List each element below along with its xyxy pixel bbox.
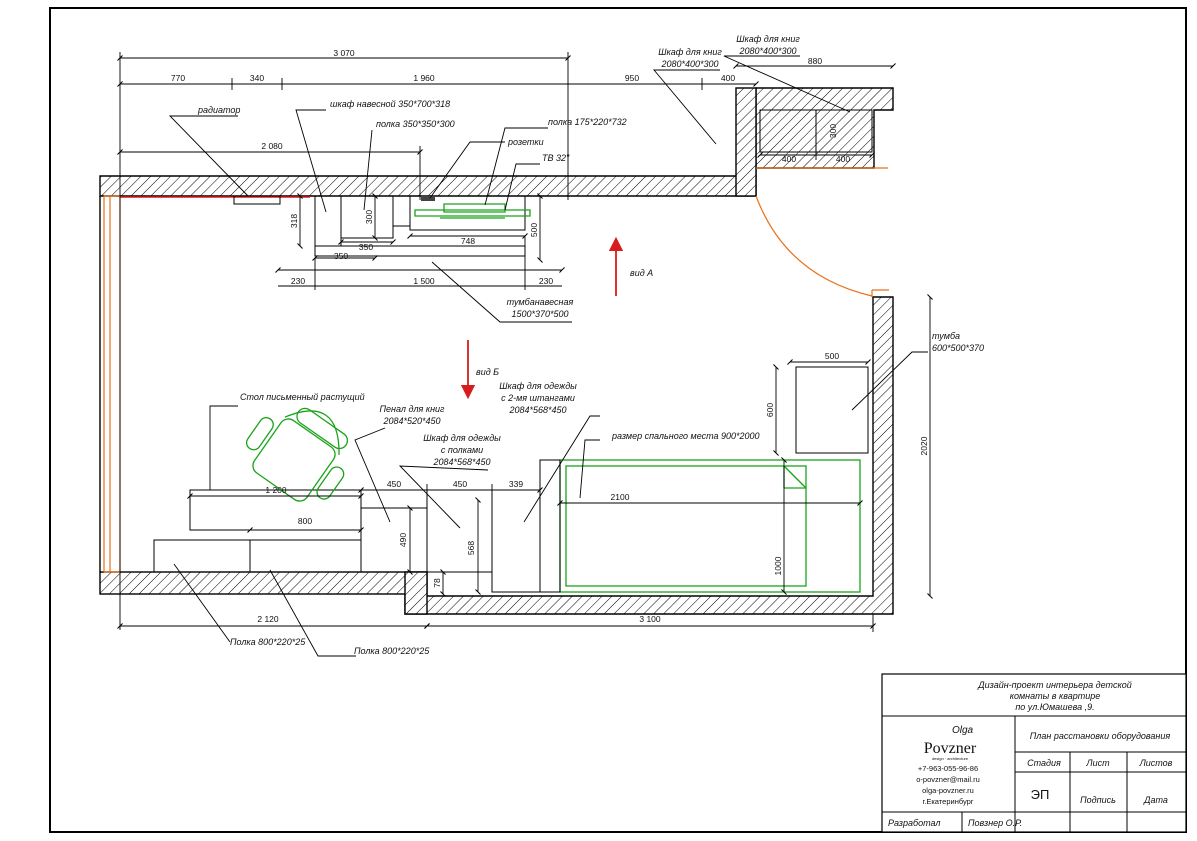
dim-350a: 350 [359,242,373,252]
dim-78: 78 [432,578,442,588]
dim-230a: 230 [291,276,305,286]
dim-3100: 3 100 [639,614,661,624]
dim-cab-400b: 400 [836,154,850,164]
dim-top-1960: 1 960 [413,73,435,83]
sheet-title: План расстановки оборудования [1030,731,1171,741]
sheets-label: Листов [1139,758,1173,768]
project-title-line2: комнаты в квартире [1010,691,1100,701]
logo-name: Povzner [924,740,977,757]
contact-city: г.Екатеринбург [922,797,973,806]
developer-name: Повзнер О.Р. [968,818,1022,828]
dim-top-950: 950 [625,73,639,83]
furniture [153,109,873,593]
label-bookcase2-2: 2080*400*300 [738,46,796,56]
label-tumba-2: 600*500*370 [932,343,984,353]
label-shelf-800a: Полка 800*220*25 [230,637,306,647]
stage-value: ЭП [1031,787,1050,802]
label-pencil-1: Пенал для книг [380,404,446,414]
label-shelf-350: полка 350*350*300 [376,119,455,129]
label-wardrobe-shelves-3: 2084*568*450 [432,457,490,467]
dim-230b: 230 [539,276,553,286]
dim-2080: 2 080 [261,141,283,151]
dim-top-400: 400 [721,73,735,83]
dim-568: 568 [466,541,476,555]
dim-300: 300 [364,210,374,224]
dimension-lines [117,52,933,632]
label-tv-stand-1: тумбанавесная [507,297,574,307]
dim-top-340: 340 [250,73,264,83]
bed [539,459,861,593]
dim-cab-400a: 400 [782,154,796,164]
dim-450b: 450 [453,479,467,489]
label-radiator: радиатор [197,105,240,115]
label-sleep-size: размер спального места 900*2000 [611,431,760,441]
door [755,167,889,297]
label-tumba-1: тумба [932,331,960,341]
dim-800: 800 [298,516,312,526]
annotation-labels: радиатор шкаф навесной 350*700*318 полка… [197,34,984,656]
dimension-texts: 3 070 770 340 1 960 950 400 880 2 080 31… [171,48,929,624]
dim-339: 339 [509,479,523,489]
walls [99,87,894,615]
logo-tagline: design · architecture [932,756,969,761]
dim-tumba-600: 600 [765,403,775,417]
label-sockets: розетки [507,137,544,147]
dim-1200: 1 200 [265,485,287,495]
dim-1000: 1000 [773,556,783,575]
sheet-frame [49,7,1187,833]
label-tv: ТВ 32" [542,153,570,163]
sheet-label: Лист [1085,758,1110,768]
tv-icon [414,203,531,219]
label-wall-cabinet: шкаф навесной 350*700*318 [330,99,450,109]
dim-2120: 2 120 [257,614,279,624]
label-pencil-2: 2084*520*450 [382,416,440,426]
label-view-a: вид А [630,268,653,278]
signature-label: Подпись [1080,795,1116,805]
dim-top-770: 770 [171,73,185,83]
label-wardrobe-shelves-2: с полками [441,445,483,455]
label-wardrobe-shelves-1: Шкаф для одежды [423,433,501,443]
date-label: Дата [1143,795,1168,805]
window [103,195,310,573]
project-title-line3: по ул.Юмашева ,9. [1015,702,1094,712]
logo: Olga Povzner design · architecture [924,725,977,761]
label-wardrobe-rods-1: Шкаф для одежды [499,381,577,391]
dim-318: 318 [289,214,299,228]
label-bookcase1-2: 2080*400*300 [660,59,718,69]
dim-top-total: 3 070 [333,48,355,58]
label-tv-stand-2: 1500*370*500 [511,309,568,319]
label-bookcase1-1: Шкаф для книг [658,47,722,57]
dim-2100: 2100 [611,492,630,502]
label-shelf-175: полка 175*220*732 [548,117,627,127]
label-wardrobe-rods-3: 2084*568*450 [508,405,566,415]
stage-label: Стадия [1027,758,1061,768]
contact-site: olga-povzner.ru [922,786,974,795]
contact-email: o-povzner@mail.ru [916,775,979,784]
label-desk: Стол письменный растущий [240,392,365,402]
dim-cab-300: 300 [828,124,838,138]
dim-450a: 450 [387,479,401,489]
label-shelf-800b: Полка 800*220*25 [354,646,430,656]
label-bookcase2-1: Шкаф для книг [736,34,800,44]
label-wardrobe-rods-2: с 2-мя штангами [501,393,575,403]
project-title-line1: Дизайн-проект интерьера детской [977,680,1131,690]
title-block: Дизайн-проект интерьера детской комнаты … [881,673,1187,833]
dim-2020: 2020 [919,436,929,455]
dim-350b: 350 [334,251,348,261]
dim-1500: 1 500 [413,276,435,286]
dim-748: 748 [461,236,475,246]
label-view-b: вид Б [476,367,499,377]
leader-lines [168,55,928,657]
contact-phone: +7-963-055-96-86 [918,764,978,773]
dim-top-880: 880 [808,56,822,66]
logo-script: Olga [952,725,974,736]
dim-490: 490 [398,533,408,547]
developer-label: Разработал [888,818,940,828]
dim-500: 500 [529,223,539,237]
dim-tumba-500: 500 [825,351,839,361]
